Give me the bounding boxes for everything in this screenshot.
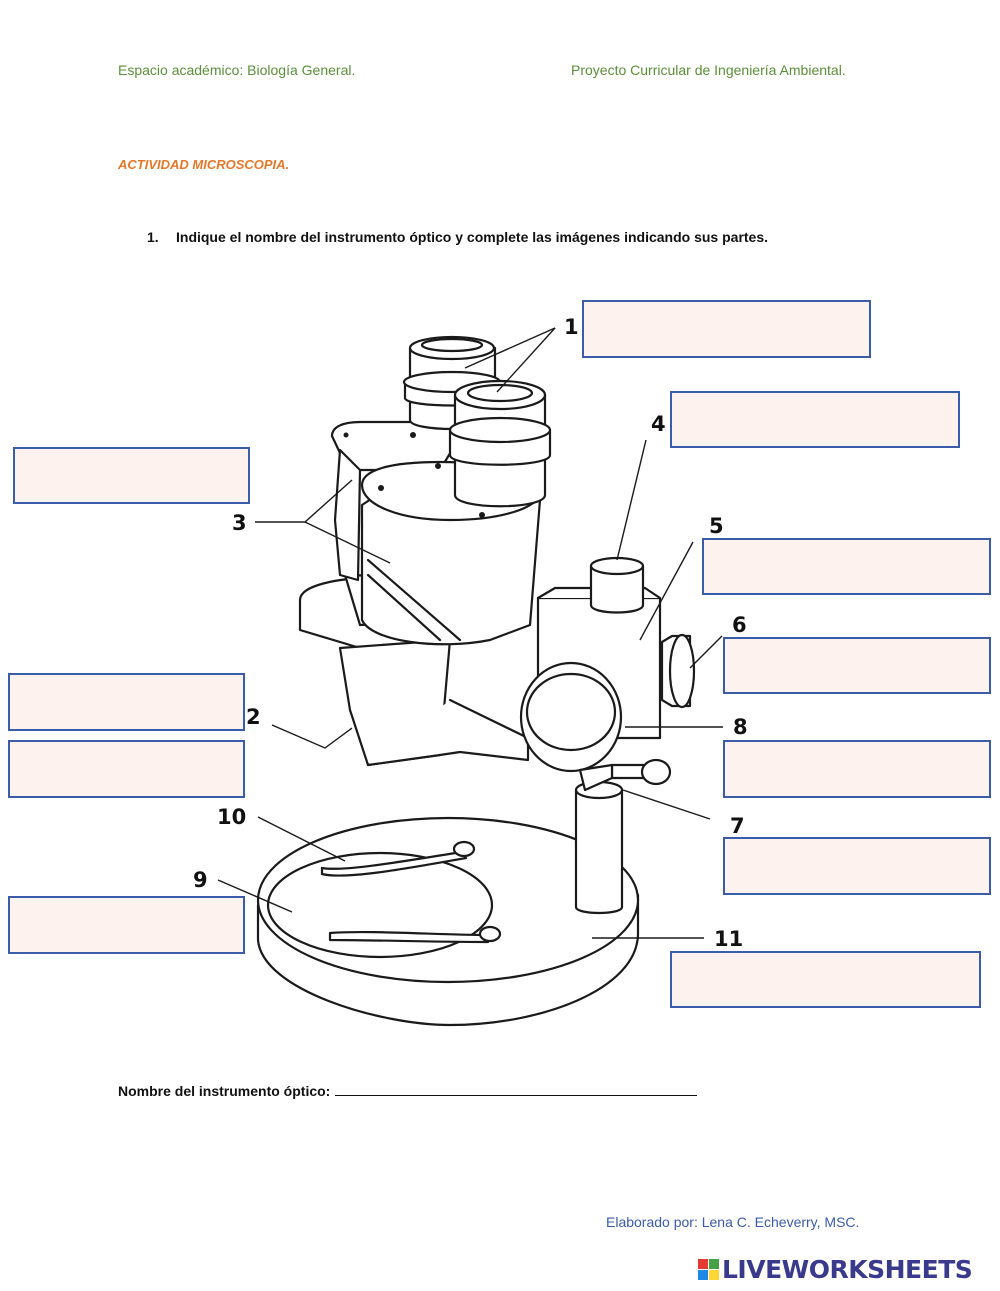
pillar: [574, 780, 624, 915]
answer-field-8[interactable]: [723, 740, 991, 798]
part-number-6: 6: [732, 613, 747, 637]
coarse-focus-knob: [519, 661, 623, 773]
part-number-4: 4: [651, 412, 666, 436]
answer-field-6[interactable]: [723, 637, 991, 694]
answer-field-11[interactable]: [670, 951, 981, 1008]
question-number: 1.: [147, 229, 159, 245]
answer-field-1[interactable]: [582, 300, 871, 358]
question-text: Indique el nombre del instrumento óptico…: [176, 229, 769, 245]
answer-field-9[interactable]: [8, 896, 245, 954]
eyepiece-front: [448, 379, 552, 508]
part-number-1: 1: [564, 315, 579, 339]
activity-title: ACTIVIDAD MICROSCOPIA.: [118, 157, 290, 172]
answer-field-10[interactable]: [8, 740, 245, 798]
part-number-5: 5: [709, 514, 724, 538]
leader-lines: [217, 327, 723, 939]
part-number-10: 10: [217, 805, 247, 829]
instrument-name-label: Nombre del instrumento óptico:: [118, 1083, 331, 1099]
lamp: [589, 556, 645, 614]
answer-field-5[interactable]: [702, 538, 991, 595]
liveworksheets-logo-icon: [698, 1259, 719, 1280]
answer-field-4[interactable]: [670, 391, 960, 448]
part-number-8: 8: [733, 715, 748, 739]
instrument-name-blank[interactable]: [335, 1081, 698, 1096]
part-number-3: 3: [232, 511, 247, 535]
part-number-7: 7: [730, 814, 745, 838]
screw-dots: [343, 432, 485, 518]
author-credit: Elaborado por: Lena C. Echeverry, MSC.: [606, 1214, 860, 1230]
prism-housing: [330, 420, 457, 582]
brand-name: LIVEWORKSHEETS: [722, 1255, 973, 1284]
part-number-9: 9: [193, 868, 208, 892]
liveworksheets-logo[interactable]: LIVEWORKSHEETS: [698, 1255, 973, 1284]
part-number-2: 2: [246, 705, 261, 729]
fine-focus-knob: [660, 633, 696, 709]
header-program: Proyecto Curricular de Ingeniería Ambien…: [571, 62, 846, 78]
question-1: 1. Indique el nombre del instrumento ópti…: [147, 229, 768, 245]
answer-field-3[interactable]: [13, 447, 250, 504]
stage-clips: [320, 840, 502, 944]
instrument-name-row: Nombre del instrumento óptico:: [118, 1081, 698, 1099]
answer-field-7[interactable]: [723, 837, 991, 895]
microscope-base: [256, 816, 640, 1027]
header-subject: Espacio académico: Biología General.: [118, 62, 356, 78]
lock-screw: [578, 758, 672, 792]
part-number-11: 11: [714, 927, 744, 951]
answer-field-2[interactable]: [8, 673, 245, 731]
